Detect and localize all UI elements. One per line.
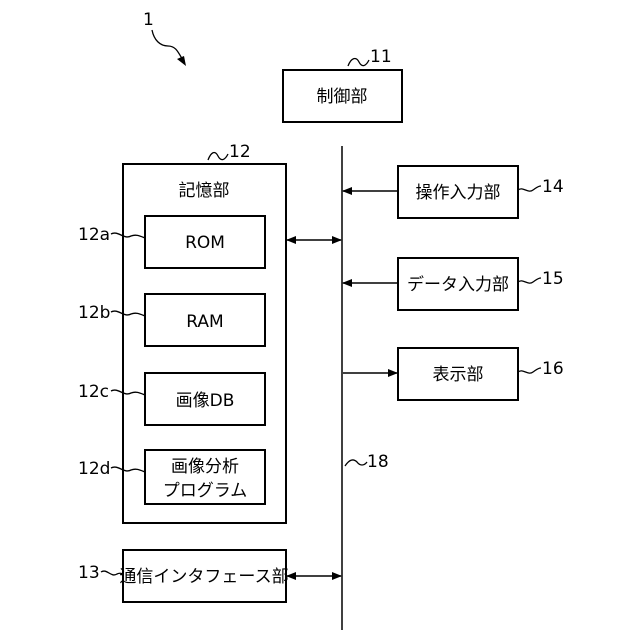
data-input-leader: [518, 278, 541, 283]
data-input-label: データ入力部: [407, 274, 509, 295]
rom-ref: 12a: [78, 225, 110, 245]
bus-ref: 18: [367, 452, 389, 472]
operation-input-label: 操作入力部: [416, 183, 501, 203]
comm-interface-ref: 13: [78, 563, 100, 583]
storage-unit-ref: 12: [229, 142, 251, 162]
operation-input-ref: 14: [542, 177, 564, 197]
figure-ref-leader: [152, 30, 184, 62]
rom-label: ROM: [185, 233, 225, 253]
comm-interface-label: 通信インタフェース部: [119, 567, 288, 587]
image-analysis-program-label-line1: 画像分析: [171, 457, 239, 477]
storage-unit-leader: [208, 153, 228, 160]
figure-ref-number: 1: [143, 10, 154, 30]
comm-interface-unit: 通信インタフェース部 13: [78, 550, 341, 602]
ram-ref: 12b: [78, 303, 110, 323]
bus-leader: [345, 460, 367, 466]
data-input-unit: データ入力部 15: [343, 258, 564, 310]
display-unit: 表示部 16: [343, 348, 564, 400]
figure-reference: 1: [143, 10, 186, 66]
image-analysis-program-ref: 12d: [78, 459, 110, 479]
display-ref: 16: [542, 359, 564, 379]
image-db-label: 画像DB: [176, 391, 235, 411]
storage-unit-label: 記憶部: [179, 181, 230, 201]
control-unit-ref: 11: [370, 47, 392, 67]
figure-ref-arrowhead: [177, 56, 186, 66]
image-db-ref: 12c: [78, 382, 109, 402]
data-input-ref: 15: [542, 269, 564, 289]
image-analysis-program-label-line2: プログラム: [163, 481, 248, 501]
control-unit: 制御部 11: [283, 47, 402, 122]
bus: 18: [342, 146, 389, 630]
ram-label: RAM: [186, 312, 223, 332]
storage-unit: 記憶部 12 ROM 12a RAM 12b 画像DB 12c 画像分析 プログ…: [78, 142, 286, 523]
display-leader: [518, 368, 541, 373]
control-unit-leader: [348, 59, 369, 66]
operation-input-unit: 操作入力部 14: [343, 166, 564, 218]
control-unit-label: 制御部: [317, 87, 368, 107]
display-label: 表示部: [433, 365, 484, 385]
operation-input-leader: [518, 186, 541, 191]
